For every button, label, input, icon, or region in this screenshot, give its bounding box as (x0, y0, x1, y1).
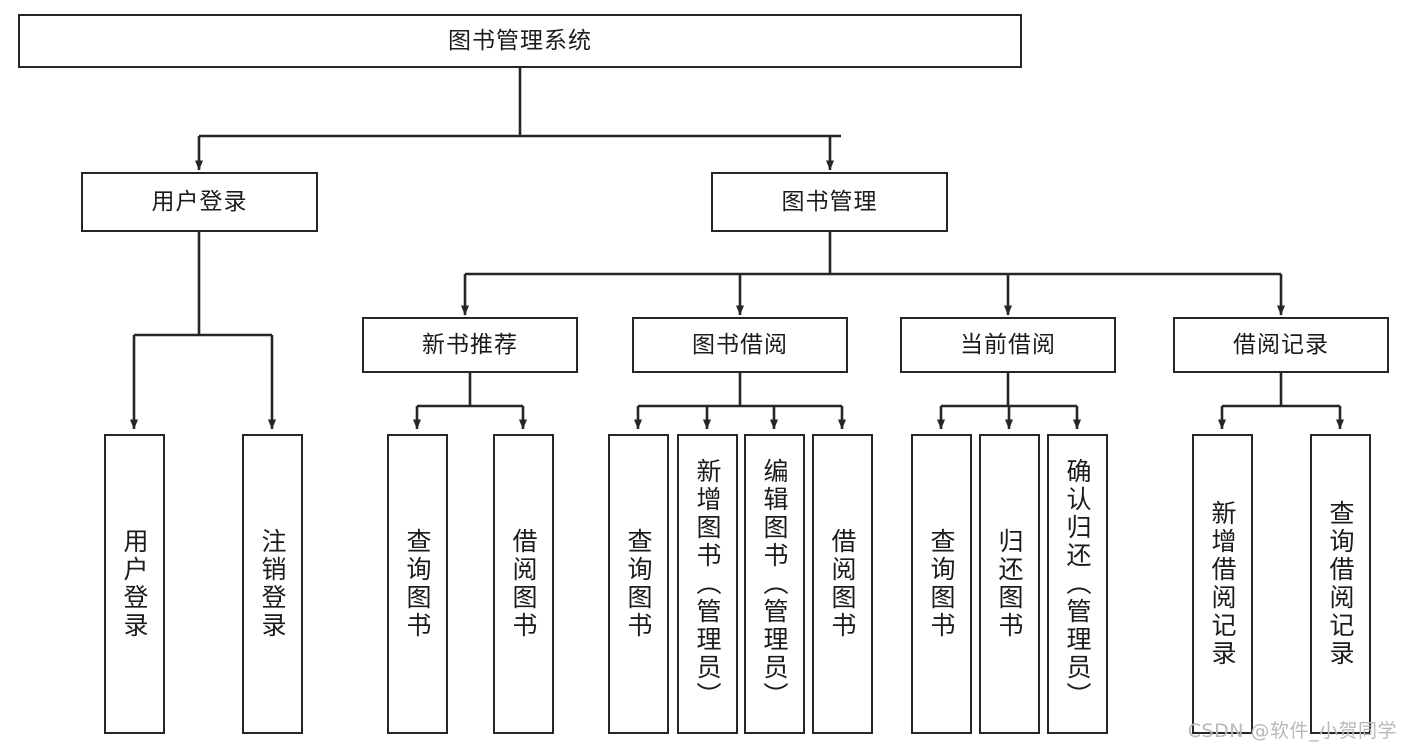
node-leaf-add-record-label: 新增借阅记录 (1208, 500, 1237, 668)
node-leaf-query-record-label: 查询借阅记录 (1326, 500, 1355, 668)
node-book-borrow[interactable]: 图书借阅 (632, 317, 848, 373)
node-leaf-query-book-1[interactable]: 查询图书 (387, 434, 448, 734)
node-leaf-query-book-3-label: 查询图书 (927, 528, 956, 640)
node-leaf-add-record[interactable]: 新增借阅记录 (1192, 434, 1253, 734)
node-root[interactable]: 图书管理系统 (18, 14, 1022, 68)
node-book-manage[interactable]: 图书管理 (711, 172, 948, 232)
node-leaf-user-login-label: 用户登录 (120, 528, 149, 640)
node-leaf-confirm-return[interactable]: 确认归还（管理员） (1047, 434, 1108, 734)
node-leaf-query-record[interactable]: 查询借阅记录 (1310, 434, 1371, 734)
node-leaf-logout[interactable]: 注销登录 (242, 434, 303, 734)
node-new-book-recommend[interactable]: 新书推荐 (362, 317, 578, 373)
node-root-label: 图书管理系统 (448, 27, 592, 54)
node-user-login-label: 用户登录 (151, 188, 248, 215)
node-leaf-borrow-book-2[interactable]: 借阅图书 (812, 434, 873, 734)
node-leaf-return-book-label: 归还图书 (995, 528, 1024, 640)
node-leaf-confirm-return-label: 确认归还（管理员） (1063, 458, 1092, 710)
node-leaf-query-book-3[interactable]: 查询图书 (911, 434, 972, 734)
node-user-login[interactable]: 用户登录 (81, 172, 318, 232)
node-borrow-record-label: 借阅记录 (1233, 331, 1329, 358)
node-leaf-add-book-label: 新增图书（管理员） (693, 458, 722, 710)
node-leaf-user-login[interactable]: 用户登录 (104, 434, 165, 734)
node-book-borrow-label: 图书借阅 (692, 331, 788, 358)
node-book-manage-label: 图书管理 (781, 188, 878, 215)
node-current-borrow[interactable]: 当前借阅 (900, 317, 1116, 373)
node-leaf-logout-label: 注销登录 (258, 528, 287, 640)
node-leaf-add-book[interactable]: 新增图书（管理员） (677, 434, 738, 734)
node-leaf-query-book-2[interactable]: 查询图书 (608, 434, 669, 734)
node-borrow-record[interactable]: 借阅记录 (1173, 317, 1389, 373)
node-leaf-borrow-book-1[interactable]: 借阅图书 (493, 434, 554, 734)
node-current-borrow-label: 当前借阅 (960, 331, 1056, 358)
node-leaf-borrow-book-2-label: 借阅图书 (828, 528, 857, 640)
csdn-watermark: CSDN @软件_小贺同学 (1187, 720, 1397, 742)
node-leaf-edit-book[interactable]: 编辑图书（管理员） (744, 434, 805, 734)
node-leaf-edit-book-label: 编辑图书（管理员） (760, 458, 789, 710)
node-new-book-recommend-label: 新书推荐 (422, 331, 518, 358)
node-leaf-borrow-book-1-label: 借阅图书 (509, 528, 538, 640)
node-leaf-query-book-2-label: 查询图书 (624, 528, 653, 640)
node-leaf-query-book-1-label: 查询图书 (403, 528, 432, 640)
node-leaf-return-book[interactable]: 归还图书 (979, 434, 1040, 734)
